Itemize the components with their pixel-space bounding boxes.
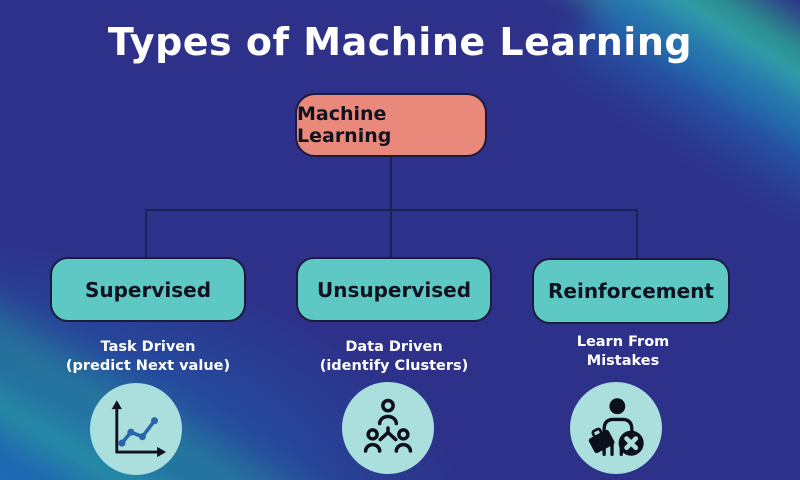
connector-root-stem [390, 157, 392, 210]
icon-circle-unsupervised [342, 382, 434, 474]
branch-description-unsupervised: Data Driven (identify Clusters) [274, 338, 514, 376]
branch-description-supervised: Task Driven (predict Next value) [28, 338, 268, 376]
person-mistake-icon [588, 398, 644, 457]
root-node-machine-learning: Machine Learning [295, 93, 487, 157]
branch-description-reinforcement: Learn From Mistakes [523, 333, 723, 371]
icon-circle-reinforcement [570, 382, 662, 474]
connector-drop-reinforcement [636, 209, 638, 259]
description-line: (identify Clusters) [319, 358, 469, 375]
description-line: (predict Next value) [65, 358, 231, 375]
description-line: Learn From [576, 334, 670, 350]
description-line: Data Driven [345, 339, 443, 355]
branch-node-supervised: Supervised [50, 257, 246, 322]
branch-node-unsupervised: Unsupervised [296, 257, 492, 322]
branch-node-label: Reinforcement [548, 279, 714, 303]
page-title: Types of Machine Learning [107, 20, 693, 64]
branch-node-label: Supervised [84, 277, 212, 302]
description-line: Task Driven [100, 339, 196, 355]
connector-drop-unsupervised [390, 209, 392, 258]
icon-circle-supervised [90, 383, 182, 475]
people-hierarchy-icon [363, 398, 413, 453]
root-node-label: Machine Learning [297, 103, 392, 147]
line-chart-icon [111, 400, 167, 458]
branch-node-reinforcement: Reinforcement [532, 258, 730, 324]
connector-drop-supervised [145, 209, 147, 258]
description-line: Mistakes [586, 353, 660, 370]
branch-node-label: Unsupervised [316, 277, 472, 302]
